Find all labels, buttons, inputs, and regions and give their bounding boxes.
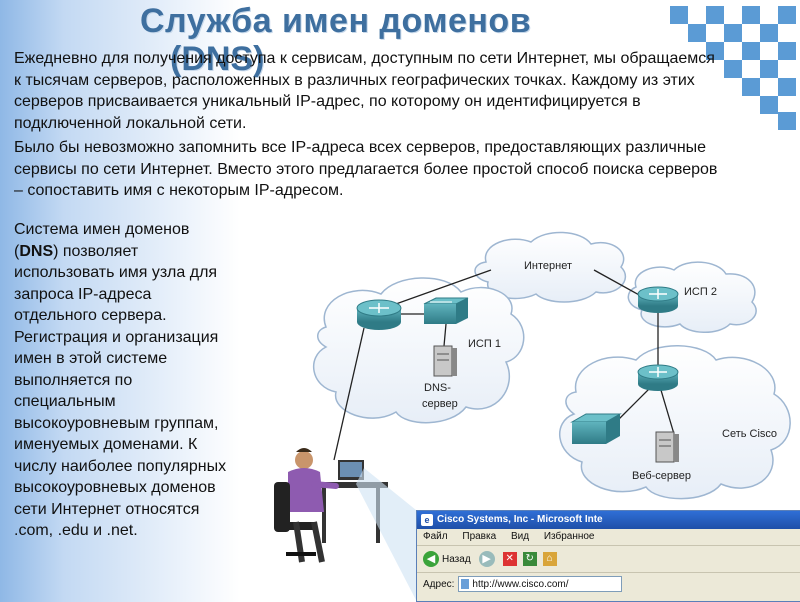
menu-file[interactable]: Файл [423, 531, 448, 542]
network-diagram: Интернет ИСП 1 ИСП 2 Сеть Cisco DNS- сер… [256, 222, 800, 602]
dns-server-icon [433, 345, 457, 377]
page-icon [461, 579, 470, 589]
isp1-router-icon [356, 299, 402, 330]
dns-description: Система имен доменов (DNS) позволяет исп… [14, 219, 229, 542]
web-server-icon [655, 431, 679, 463]
internet-label: Интернет [524, 260, 572, 272]
isp2-cloud [627, 261, 757, 333]
back-button-label: Назад [442, 553, 471, 565]
address-bar-row: Адрес: http://www.cisco.com/ [417, 573, 800, 595]
cisco-cloud [559, 345, 791, 500]
browser-window: e Cisco Systems, Inc - Microsoft Inte Фа… [416, 510, 800, 602]
forward-arrow-icon[interactable]: ▶ [478, 551, 495, 567]
ie-logo-icon: e [421, 514, 433, 526]
browser-titlebar: e Cisco Systems, Inc - Microsoft Inte [417, 511, 800, 529]
dns-description-start: Система имен доменов ( [14, 221, 190, 260]
address-value: http://www.cisco.com/ [472, 578, 569, 590]
isp1-switch-icon [423, 297, 469, 324]
dns-server-label-2: сервер [422, 398, 458, 410]
isp1-label: ИСП 1 [468, 338, 501, 350]
isp2-label: ИСП 2 [684, 286, 717, 298]
address-input[interactable]: http://www.cisco.com/ [458, 576, 623, 592]
cisco-network-label: Сеть Cisco [722, 428, 778, 440]
second-paragraph: Было бы невозможно запомнить все IP-адре… [14, 139, 718, 199]
cisco-switch-icon [570, 413, 622, 444]
stop-icon[interactable]: ✕ [502, 552, 517, 566]
refresh-icon[interactable]: ↻ [522, 552, 537, 566]
dns-abbrev: DNS [19, 242, 54, 260]
address-label: Адрес: [423, 578, 455, 590]
browser-toolbar: ◀ Назад ▶ ✕ ↻ ⌂ [417, 546, 800, 573]
back-arrow-icon: ◀ [423, 551, 439, 567]
isp2-router-icon [637, 286, 679, 313]
dns-server-label-1: DNS- [424, 382, 451, 394]
browser-menubar: Файл Правка Вид Избранное [417, 529, 800, 546]
browser-window-title: Cisco Systems, Inc - Microsoft Inte [437, 514, 603, 525]
back-button[interactable]: ◀ Назад [423, 551, 471, 567]
menu-view[interactable]: Вид [510, 531, 530, 542]
home-icon[interactable]: ⌂ [542, 552, 557, 566]
slide-title-abbrev: (DNS) [170, 40, 265, 78]
decorative-checker-pattern [668, 0, 800, 130]
isp1-cloud [312, 277, 525, 424]
user-at-computer-icon [274, 448, 388, 563]
slide-title: Служба имен доменов [140, 2, 532, 40]
cisco-router-icon [637, 364, 679, 391]
dns-description-rest: ) позволяет использовать имя узла для за… [14, 242, 227, 540]
web-server-label: Веб-сервер [632, 470, 691, 482]
menu-edit[interactable]: Правка [462, 531, 497, 542]
intro-paragraph: Ежедневно для получения доступа к сервис… [14, 50, 715, 132]
menu-favorites[interactable]: Избранное [543, 531, 595, 542]
